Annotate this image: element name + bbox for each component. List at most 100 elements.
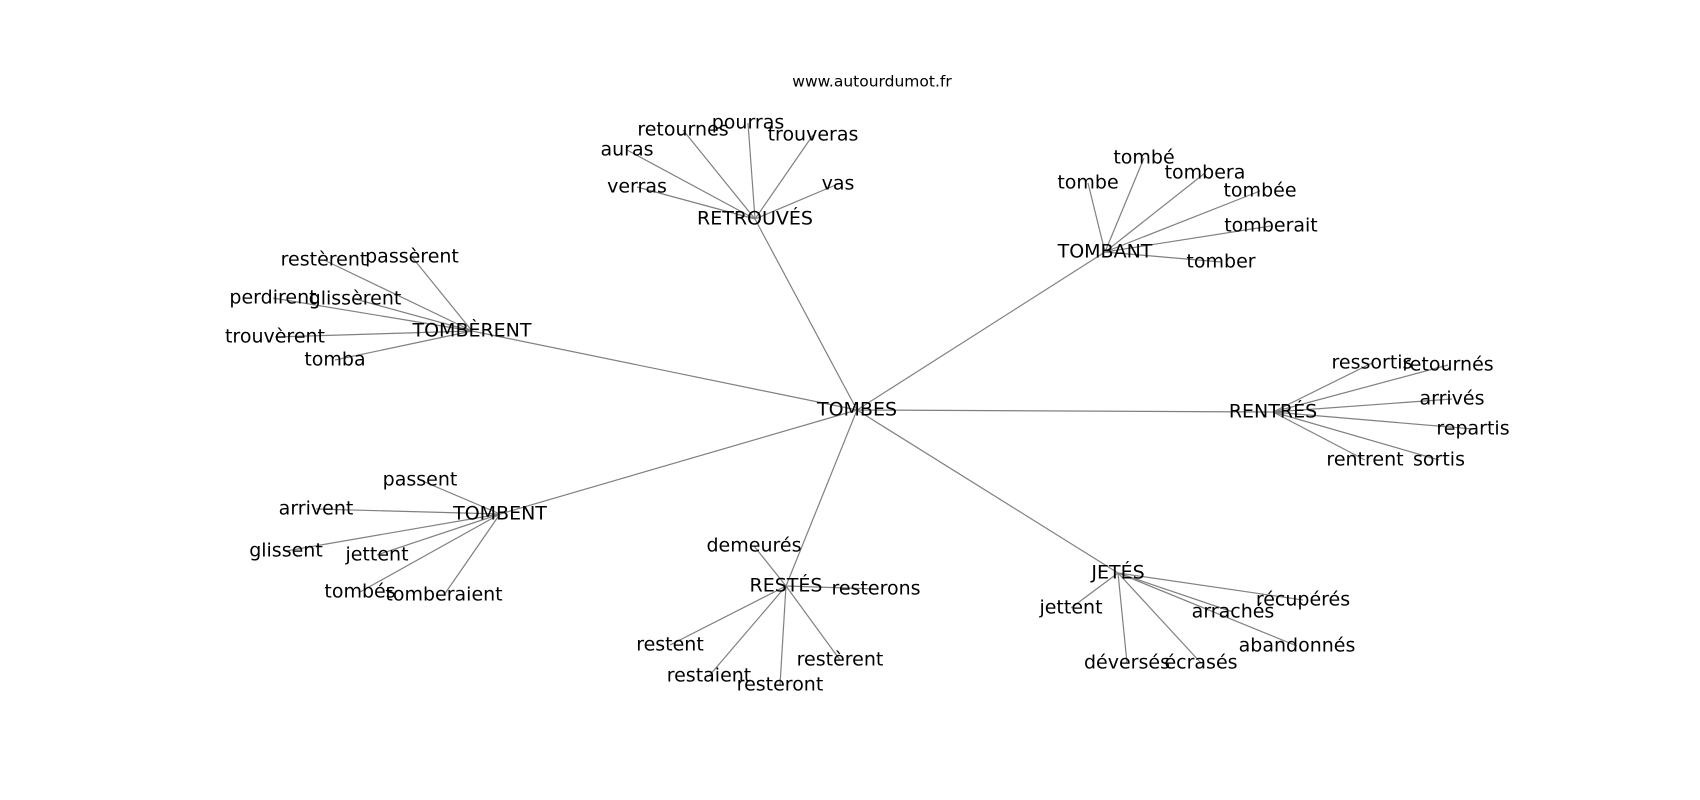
edge-hub-to-leaf [1117,572,1202,664]
leaf-word-node: passent [383,469,458,491]
leaf-word-node: restent [636,634,704,656]
edge-hub-to-leaf [443,513,501,596]
edge-hub-to-leaf [1087,182,1106,253]
edge-hub-to-leaf [1272,411,1366,461]
leaf-word-node: tomber [1186,251,1255,273]
edge-center-to-hub [499,409,858,515]
edge-hub-to-leaf [1117,572,1234,613]
edge-center-to-hub [856,409,1274,413]
leaf-word-node: écrasés [1164,652,1237,674]
leaf-word-node: arrivés [1419,388,1484,410]
leaf-word-node: arrivent [279,498,354,520]
leaf-word-node: passèrent [365,246,459,268]
leaf-word-node: tomberaient [385,584,502,606]
edge-hub-to-leaf [636,186,756,220]
edge-hub-to-leaf [785,585,877,590]
edge-hub-to-leaf [272,297,473,332]
edge-hub-to-leaf [754,134,814,220]
leaf-word-node: déversés [1084,652,1170,674]
edge-hub-to-leaf [754,183,839,220]
site-url: www.autourdumot.fr [792,73,952,91]
leaf-word-node: restèrent [281,249,368,271]
labels: TOMBES RETROUVÉS aurasretournespourrastrou… [225,112,1510,696]
edge-center-to-hub [785,409,858,587]
leaf-word-node: trouveras [768,124,859,146]
hub-word-node: TOMBENT [452,503,547,525]
leaf-word-node: tombés [324,581,395,603]
edge-hub-to-leaf [354,298,473,332]
leaf-word-node: rentrent [1326,449,1403,471]
edge-hub-to-leaf [785,585,841,661]
edge-hub-to-leaf [1272,362,1373,413]
leaf-word-node: jettent [344,544,408,566]
leaf-word-node: retournés [1402,354,1493,376]
edge-hub-to-leaf [682,129,756,220]
edge-hub-to-leaf [1272,398,1453,413]
leaf-word-node: vas [822,173,855,195]
leaf-word-node: glissent [249,540,323,562]
leaf-word-node: glissèrent [309,288,402,310]
edge-hub-to-leaf [1104,225,1272,253]
edge-hub-to-leaf [708,585,787,677]
leaf-word-node: restaient [667,665,752,687]
hub-word-node: RENTRÉS [1229,400,1317,423]
edge-hub-to-leaf [1272,411,1474,430]
leaf-word-node: tombe [1057,172,1118,194]
leaf-word-node: pourras [712,112,785,134]
edge-hub-to-leaf [626,149,756,220]
leaf-word-node: récupérés [1256,589,1350,611]
edge-hub-to-leaf [1070,572,1119,609]
edge-hub-to-leaf [1272,364,1449,413]
edges [272,122,1474,686]
hub-word-node: TOMBANT [1057,241,1153,263]
edge-center-to-hub [471,330,858,411]
edge-hub-to-leaf [1117,572,1304,601]
leaf-word-node: resterons [831,578,920,600]
edge-hub-to-leaf [334,330,473,361]
hub-word-node: RESTÉS [750,574,823,597]
edge-hub-to-leaf [315,508,501,515]
leaf-word-node: demeurés [707,535,802,557]
leaf-word-node: ressortis [1332,352,1413,374]
edge-hub-to-leaf [285,513,501,552]
edge-center-to-hub [856,409,1119,574]
edge-hub-to-leaf [1104,157,1145,253]
edge-hub-to-leaf [1104,190,1261,253]
edge-hub-to-leaf [1117,572,1128,664]
edge-hub-to-leaf [779,585,787,686]
leaf-word-node: restèrent [797,649,884,671]
edge-hub-to-leaf [1272,411,1440,461]
leaf-word-node: tombera [1165,162,1246,184]
hub-word-node: TOMBÈRENT [411,319,531,342]
edge-hub-to-leaf [747,122,756,220]
leaf-word-node: auras [600,139,653,161]
edge-hub-to-leaf [753,545,787,587]
leaf-word-node: tomba [304,349,365,371]
leaf-word-node: verras [607,176,667,198]
leaf-word-node: arrachés [1192,601,1275,623]
edge-center-to-hub [754,218,858,411]
leaf-word-node: perdirent [229,287,316,309]
edge-hub-to-leaf [274,330,473,338]
hub-word-node: JETÉS [1090,561,1144,584]
leaf-word-node: tomberait [1224,215,1318,237]
leaf-word-node: retournes [637,119,728,141]
hub-word-node: RETROUVÉS [697,207,813,230]
edge-hub-to-leaf [1104,251,1222,263]
leaf-word-node: jettent [1038,597,1102,619]
edge-hub-to-leaf [419,479,501,515]
edge-center-to-hub [856,251,1106,411]
leaf-word-node: abandonnés [1239,635,1356,657]
edge-hub-to-leaf [323,259,473,332]
leaf-word-node: tombée [1223,180,1296,202]
leaf-word-node: repartis [1436,418,1509,440]
edge-hub-to-leaf [1104,172,1206,253]
leaf-word-node: tombé [1113,147,1174,169]
edge-hub-to-leaf [411,256,473,332]
center-word-node: TOMBES [816,399,897,421]
edge-hub-to-leaf [669,585,787,646]
leaf-word-node: sortis [1413,449,1465,471]
leaf-word-node: resteront [737,674,824,696]
edge-hub-to-leaf [376,513,501,556]
